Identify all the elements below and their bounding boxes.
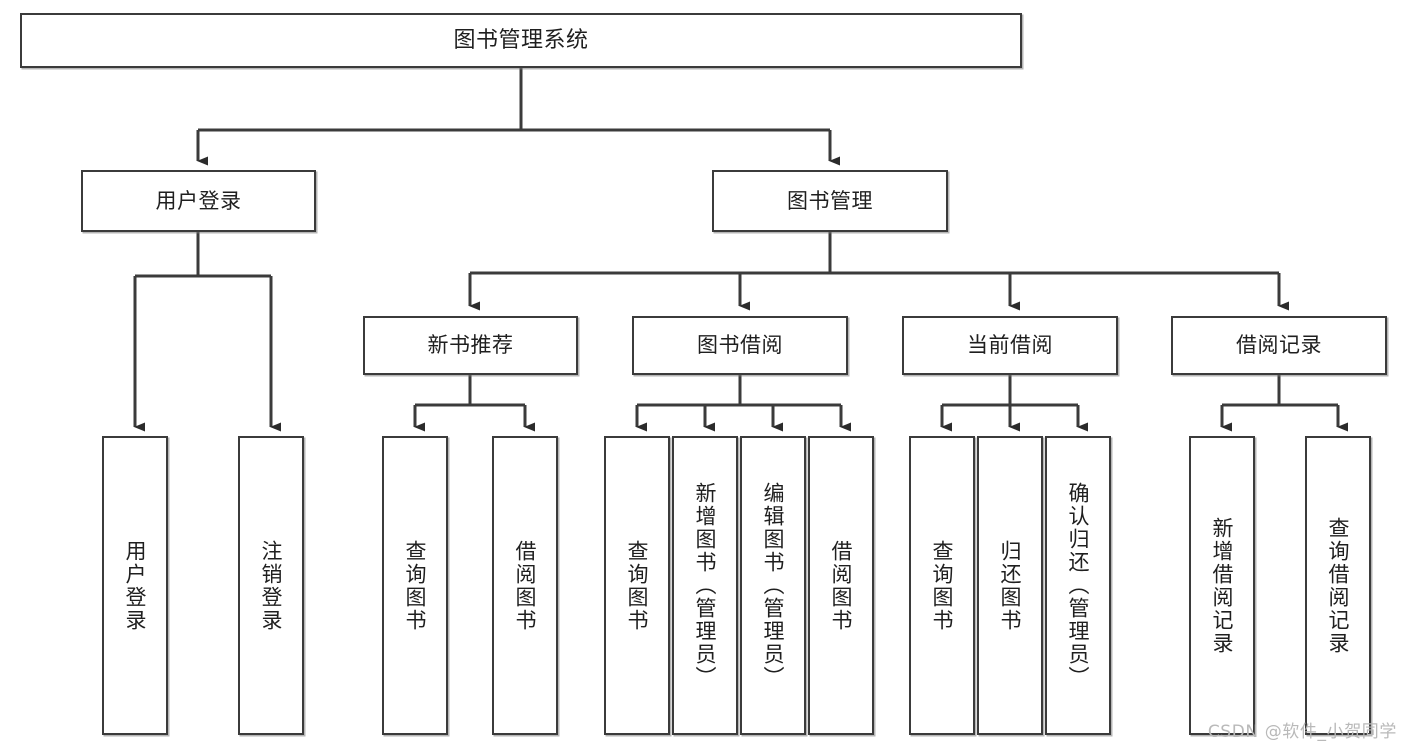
- node-book-borrow[interactable]: 图书借阅: [632, 316, 848, 375]
- leaf-book-borrow-borrow[interactable]: 借阅图书: [808, 436, 874, 735]
- leaf-user-login-login[interactable]: 用户登录: [102, 436, 168, 735]
- leaf-current-borrow-return[interactable]: 归还图书: [977, 436, 1043, 735]
- node-label: 借阅图书: [513, 539, 538, 632]
- node-label: 借阅图书: [829, 539, 854, 632]
- node-label: 新书推荐: [427, 333, 514, 358]
- node-label: 图书管理系统: [453, 27, 589, 53]
- watermark-text: CSDN @软件_小贺同学: [1207, 722, 1397, 742]
- node-label: 新增图书（管理员）: [693, 482, 718, 689]
- leaf-book-borrow-add[interactable]: 新增图书（管理员）: [672, 436, 738, 735]
- leaf-new-book-query[interactable]: 查询图书: [382, 436, 448, 735]
- leaf-borrow-record-add[interactable]: 新增借阅记录: [1189, 436, 1255, 735]
- node-borrow-record[interactable]: 借阅记录: [1171, 316, 1387, 375]
- node-label: 新增借阅记录: [1210, 516, 1235, 655]
- node-label: 借阅记录: [1236, 333, 1322, 358]
- node-label: 注销登录: [259, 539, 284, 632]
- node-new-book-recommend[interactable]: 新书推荐: [363, 316, 578, 375]
- node-root-book-management-system[interactable]: 图书管理系统: [20, 13, 1022, 68]
- leaf-user-login-logout[interactable]: 注销登录: [238, 436, 304, 735]
- node-label: 查询图书: [403, 539, 428, 632]
- leaf-book-borrow-query[interactable]: 查询图书: [604, 436, 670, 735]
- leaf-current-borrow-confirm-return[interactable]: 确认归还（管理员）: [1045, 436, 1111, 735]
- node-label: 查询图书: [930, 539, 955, 632]
- node-current-borrow[interactable]: 当前借阅: [902, 316, 1118, 375]
- node-label: 确认归还（管理员）: [1066, 482, 1091, 689]
- node-label: 图书管理: [787, 188, 873, 213]
- node-book-management[interactable]: 图书管理: [712, 170, 948, 232]
- node-label: 查询借阅记录: [1326, 516, 1351, 655]
- node-label: 编辑图书（管理员）: [761, 482, 786, 689]
- node-label: 用户登录: [155, 188, 242, 213]
- leaf-borrow-record-query[interactable]: 查询借阅记录: [1305, 436, 1371, 735]
- leaf-book-borrow-edit[interactable]: 编辑图书（管理员）: [740, 436, 806, 735]
- leaf-current-borrow-query[interactable]: 查询图书: [909, 436, 975, 735]
- node-user-login[interactable]: 用户登录: [81, 170, 316, 232]
- node-label: 图书借阅: [697, 333, 783, 358]
- node-label: 当前借阅: [967, 333, 1053, 358]
- node-label: 归还图书: [998, 539, 1023, 632]
- leaf-new-book-borrow[interactable]: 借阅图书: [492, 436, 558, 735]
- node-label: 查询图书: [625, 539, 650, 632]
- node-label: 用户登录: [123, 539, 148, 632]
